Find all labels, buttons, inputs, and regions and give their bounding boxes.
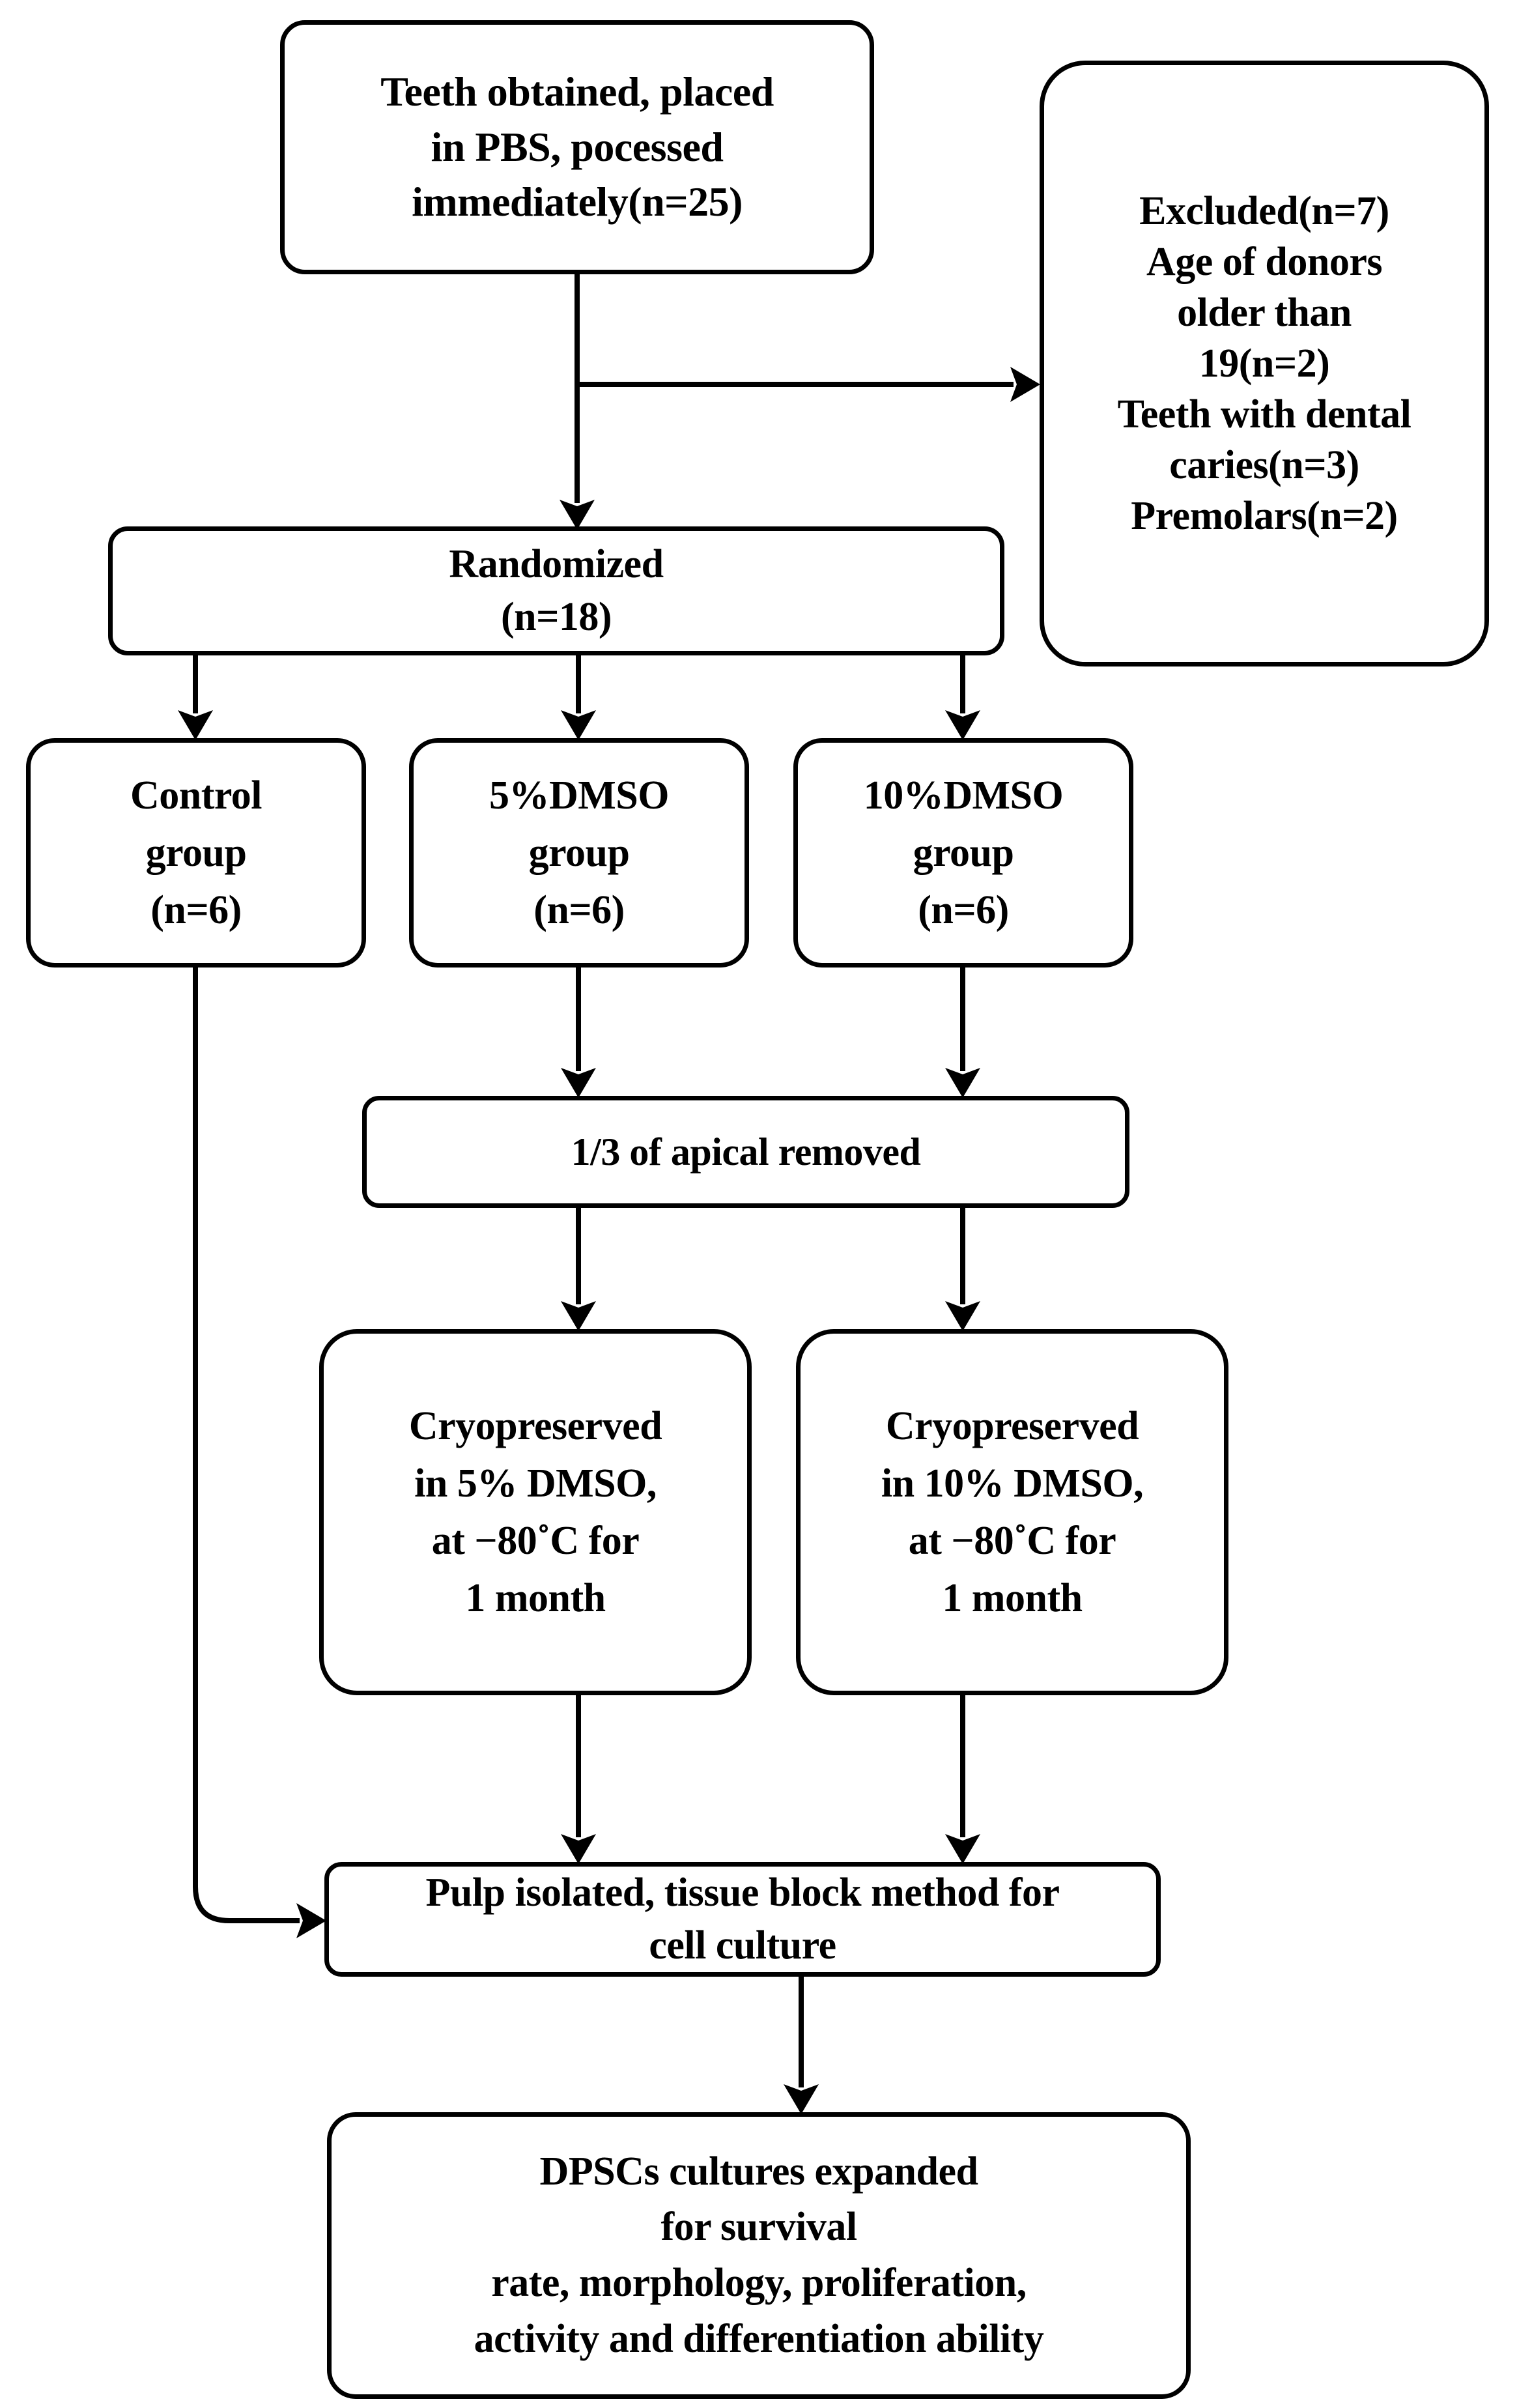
node-dpscs-cultures-label: DPSCs cultures expanded for survival rat… — [474, 2149, 1044, 2361]
node-excluded[interactable]: Excluded(n=7) Age of donors older than 1… — [1040, 61, 1489, 666]
node-dpscs-cultures[interactable]: DPSCs cultures expanded for survival rat… — [327, 2112, 1191, 2399]
node-apical-removed-label: 1/3 of apical removed — [571, 1130, 921, 1173]
node-dmso10-group[interactable]: 10%DMSO group (n=6) — [793, 738, 1133, 968]
edge-control-to-pulp — [193, 968, 326, 1938]
node-cryopreserved-10-label: Cryopreserved in 10% DMSO, at −80˚C for … — [881, 1403, 1144, 1621]
node-teeth-obtained-label: Teeth obtained, placed in PBS, pocessed … — [380, 68, 774, 225]
node-dmso5-group[interactable]: 5%DMSO group (n=6) — [409, 738, 749, 968]
node-dmso10-group-label: 10%DMSO group (n=6) — [863, 773, 1064, 933]
node-dmso5-group-label: 5%DMSO group (n=6) — [489, 773, 670, 933]
node-randomized[interactable]: Randomized (n=18) — [108, 526, 1004, 655]
node-cryopreserved-5-label: Cryopreserved in 5% DMSO, at −80˚C for 1… — [408, 1403, 662, 1621]
node-excluded-label: Excluded(n=7) Age of donors older than 1… — [1117, 188, 1411, 539]
node-teeth-obtained[interactable]: Teeth obtained, placed in PBS, pocessed … — [280, 20, 874, 274]
node-control-group[interactable]: Control group (n=6) — [26, 738, 366, 968]
node-pulp-isolated[interactable]: Pulp isolated, tissue block method for c… — [324, 1862, 1161, 1977]
node-cryopreserved-5[interactable]: Cryopreserved in 5% DMSO, at −80˚C for 1… — [319, 1329, 752, 1695]
node-apical-removed[interactable]: 1/3 of apical removed — [362, 1096, 1129, 1208]
node-cryopreserved-10[interactable]: Cryopreserved in 10% DMSO, at −80˚C for … — [796, 1329, 1228, 1695]
node-pulp-isolated-label: Pulp isolated, tissue block method for c… — [425, 1870, 1060, 1968]
node-control-group-label: Control group (n=6) — [130, 773, 262, 933]
node-randomized-label: Randomized (n=18) — [449, 542, 664, 639]
